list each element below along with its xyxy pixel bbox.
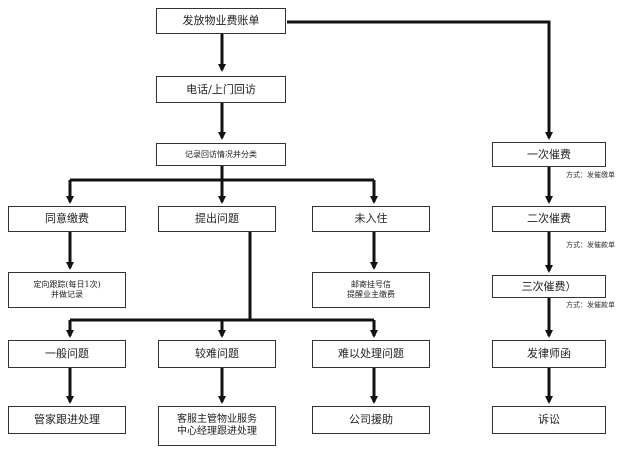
cs-line1: 客服主管物业服务	[177, 413, 257, 425]
node-company: 公司援助	[312, 406, 430, 434]
node-cs-manager: 客服主管物业服务 中心经理跟进处理	[158, 406, 276, 446]
node-mail: 邮寄挂号信 提醒业主缴费	[312, 272, 430, 308]
node-not-moved-in: 未入住	[312, 206, 430, 232]
node-steward: 管家跟进处理	[8, 406, 126, 434]
node-agree-pay: 同意缴费	[8, 206, 126, 232]
node-second-reminder: 二次催费	[492, 206, 606, 232]
node-send-bill: 发放物业费账单	[156, 8, 286, 34]
node-harder-issue: 较难问题	[158, 340, 276, 368]
follow-up-line1: 定向跟踪(每日1次)	[33, 280, 101, 289]
cs-line2: 中心经理跟进处理	[177, 426, 257, 437]
node-general-issue: 一般问题	[8, 340, 126, 368]
node-raise-issue: 提出问题	[158, 206, 276, 232]
node-lawsuit: 诉讼	[492, 406, 606, 434]
note-method2: 方式：发催款单	[566, 241, 615, 249]
node-lawyer-letter: 发律师函	[492, 340, 606, 368]
mail-line1: 邮寄挂号信	[351, 280, 391, 289]
node-first-reminder: 一次催费	[492, 142, 606, 167]
arrow-bill-to-first	[287, 20, 553, 140]
node-follow-up: 定向跟踪(每日1次) 并做记录	[8, 272, 126, 308]
node-record: 记录回访情况并分类	[156, 143, 286, 166]
note-method3: 方式：发催款单	[566, 301, 615, 309]
node-third-reminder: 三次催费）	[492, 275, 606, 298]
node-visit: 电话/上门回访	[156, 76, 286, 103]
note-method1: 方式：发催缴单	[566, 171, 615, 179]
node-hard-issue: 难以处理问题	[312, 340, 430, 368]
follow-up-line2: 并做记录	[51, 290, 83, 299]
mail-line2: 提醒业主缴费	[347, 290, 395, 299]
